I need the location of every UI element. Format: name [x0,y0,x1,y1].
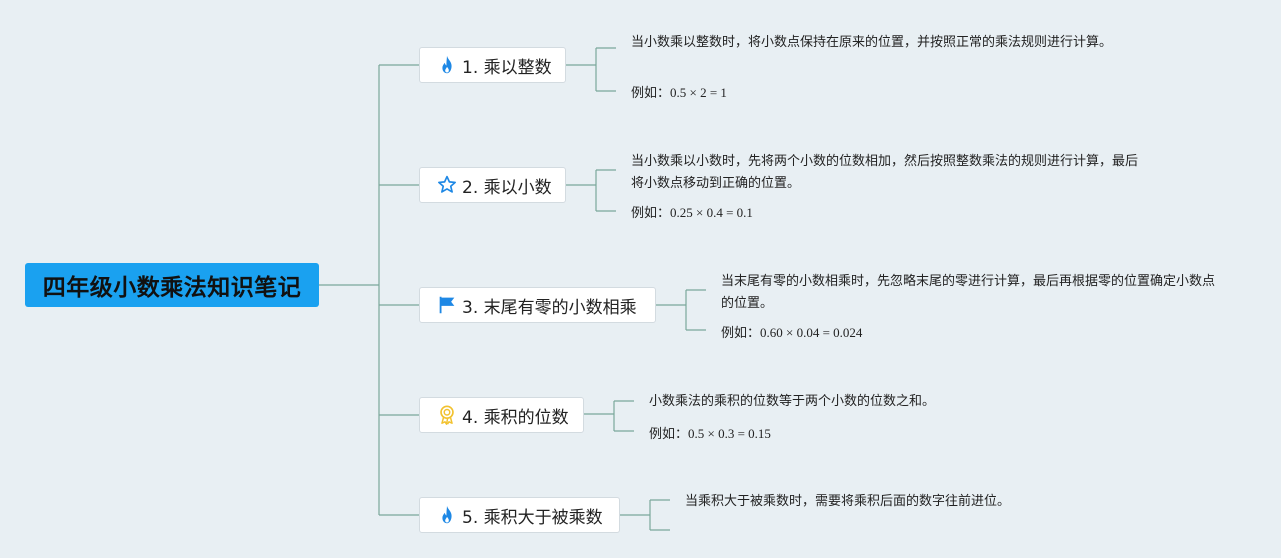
topic-product-greater[interactable]: 5. 乘积大于被乘数 [419,497,620,533]
topic-trailing-zeros[interactable]: 3. 末尾有零的小数相乘 [419,287,656,323]
example-label: 例如： [721,325,761,340]
topic-note: 当末尾有零的小数相乘时，先忽略末尾的零进行计算，最后再根据零的位置确定小数点的位… [721,273,1216,310]
topic-note: 小数乘法的乘积的位数等于两个小数的位数之和。 [649,393,936,408]
topic-multiply-decimal[interactable]: 2. 乘以小数 [419,167,566,203]
star-icon [436,174,458,196]
topic-label: 4. 乘积的位数 [462,407,569,428]
example-label: 例如： [631,85,671,100]
topic-example: 例如：0.5 × 0.3 = 0.15 [649,423,771,442]
example-value: 0.5 × 0.3 = 0.15 [688,426,771,441]
medal-icon [436,404,458,426]
topic-example: 例如：0.25 × 0.4 = 0.1 [631,202,753,221]
topic-note: 当小数乘以整数时，将小数点保持在原来的位置，并按照正常的乘法规则进行计算。 [631,34,1113,49]
root-topic[interactable]: 四年级小数乘法知识笔记 [25,263,319,307]
topic-product-digits[interactable]: 4. 乘积的位数 [419,397,584,433]
flag-icon [436,294,458,316]
topic-label: 2. 乘以小数 [462,177,552,198]
topic-label: 1. 乘以整数 [462,57,552,78]
topic-note: 当乘积大于被乘数时，需要将乘积后面的数字往前进位。 [685,493,1011,508]
example-label: 例如： [649,426,689,441]
topic-example: 例如：0.5 × 2 = 1 [631,82,727,101]
topic-example: 例如：0.60 × 0.04 = 0.024 [721,322,862,341]
topic-label: 3. 末尾有零的小数相乘 [462,297,637,318]
example-value: 0.60 × 0.04 = 0.024 [760,325,863,340]
topic-multiply-integer[interactable]: 1. 乘以整数 [419,47,566,83]
example-label: 例如： [631,205,671,220]
example-value: 0.25 × 0.4 = 0.1 [670,205,753,220]
root-title: 四年级小数乘法知识笔记 [42,275,302,301]
example-value: 0.5 × 2 = 1 [670,85,727,100]
topic-note: 当小数乘以小数时，先将两个小数的位数相加，然后按照整数乘法的规则进行计算，最后将… [631,153,1139,190]
flame-icon [436,54,458,76]
topic-label: 5. 乘积大于被乘数 [462,507,603,528]
flame-icon [436,504,458,526]
